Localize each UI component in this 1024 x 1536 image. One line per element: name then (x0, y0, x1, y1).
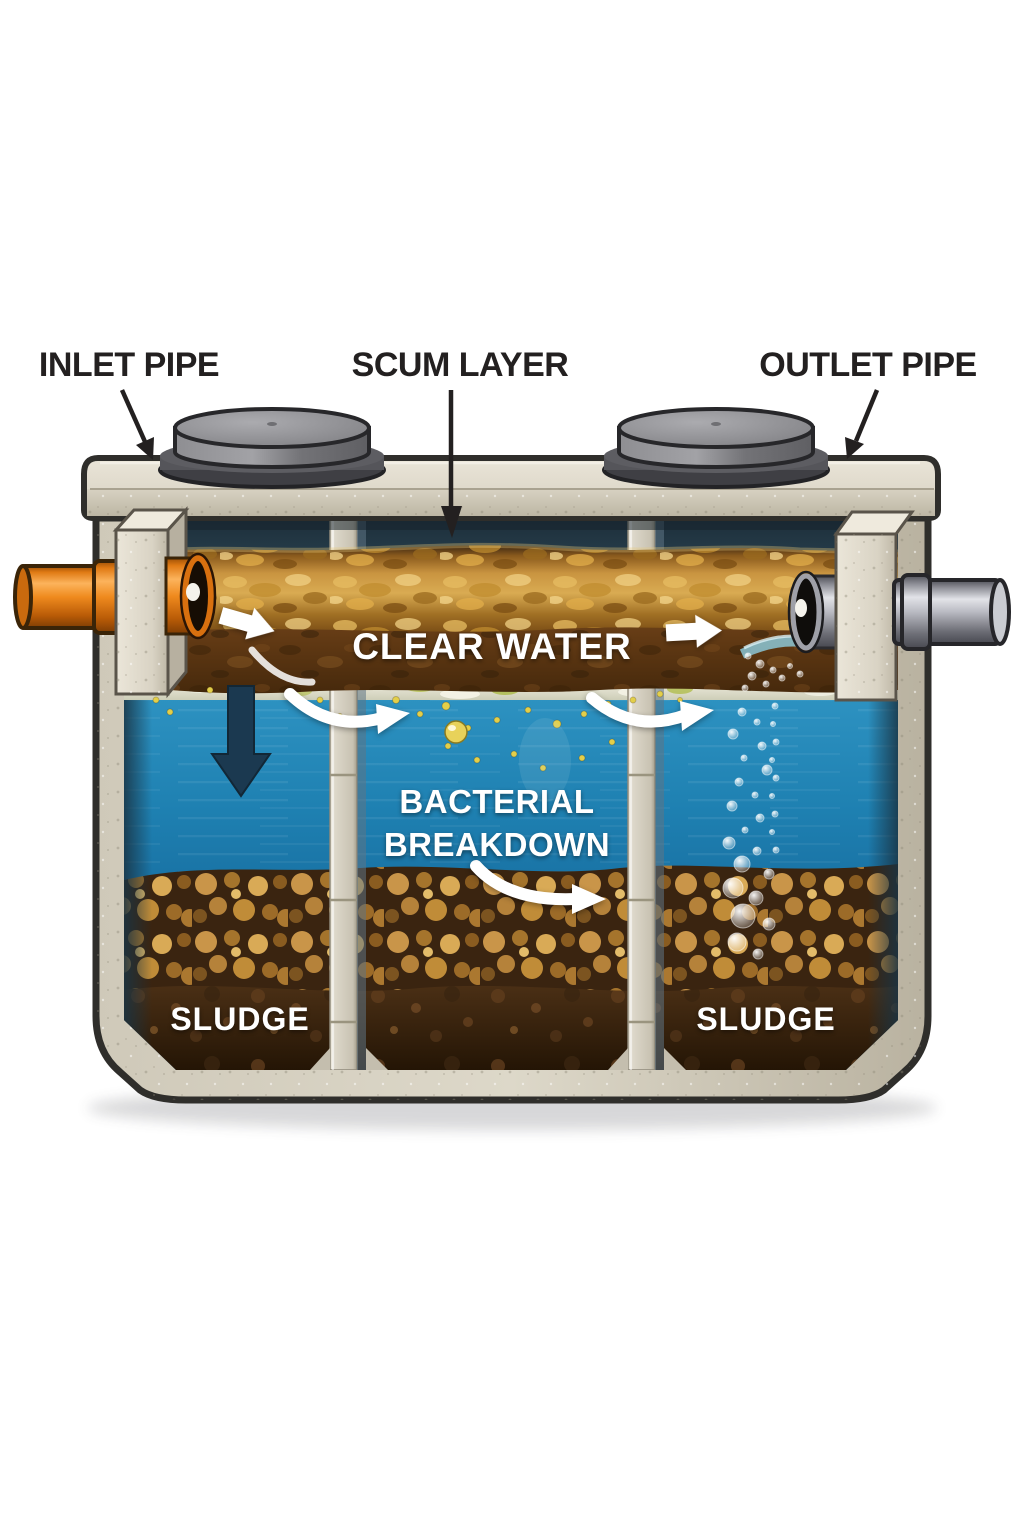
outlet-pipe-label: OUTLET PIPE (759, 346, 976, 384)
murk-wisp (519, 718, 571, 802)
bacterial-breakdown-label-line1: BACTERIAL (399, 783, 594, 820)
large-droplet (444, 720, 468, 744)
inlet-pointer-arrow (119, 389, 154, 460)
inlet-pipe (13, 506, 217, 699)
settling-arrow (210, 685, 272, 798)
flow-curve-left (284, 688, 410, 734)
tank-interior (124, 518, 898, 1070)
bubbles (722, 652, 804, 960)
sludge-pebble-layer (124, 864, 898, 1010)
sludge-label-right: SLUDGE (696, 1001, 835, 1037)
clear-water-label: CLEAR WATER (352, 626, 632, 667)
scum-layer-label: SCUM LAYER (352, 346, 569, 384)
sludge-label-left: SLUDGE (170, 1001, 309, 1037)
scum-swirl (248, 646, 316, 686)
manhole-cover-right (602, 407, 830, 489)
flow-curve-right (586, 692, 714, 731)
scum-layer (124, 542, 898, 694)
outlet-pointer-arrow (845, 389, 880, 459)
bacterial-breakdown-label-line2: BREAKDOWN (384, 826, 610, 863)
inlet-flow-arrow (218, 607, 275, 640)
inlet-pipe-label: INLET PIPE (39, 346, 219, 384)
scum-pointer-arrow (441, 390, 462, 538)
manhole-cover-left (158, 407, 386, 489)
outlet-flow-arrow (665, 614, 723, 648)
outlet-pipe (787, 510, 1011, 702)
flow-curve-bottom (470, 860, 606, 914)
floor-bevels (310, 1048, 686, 1070)
